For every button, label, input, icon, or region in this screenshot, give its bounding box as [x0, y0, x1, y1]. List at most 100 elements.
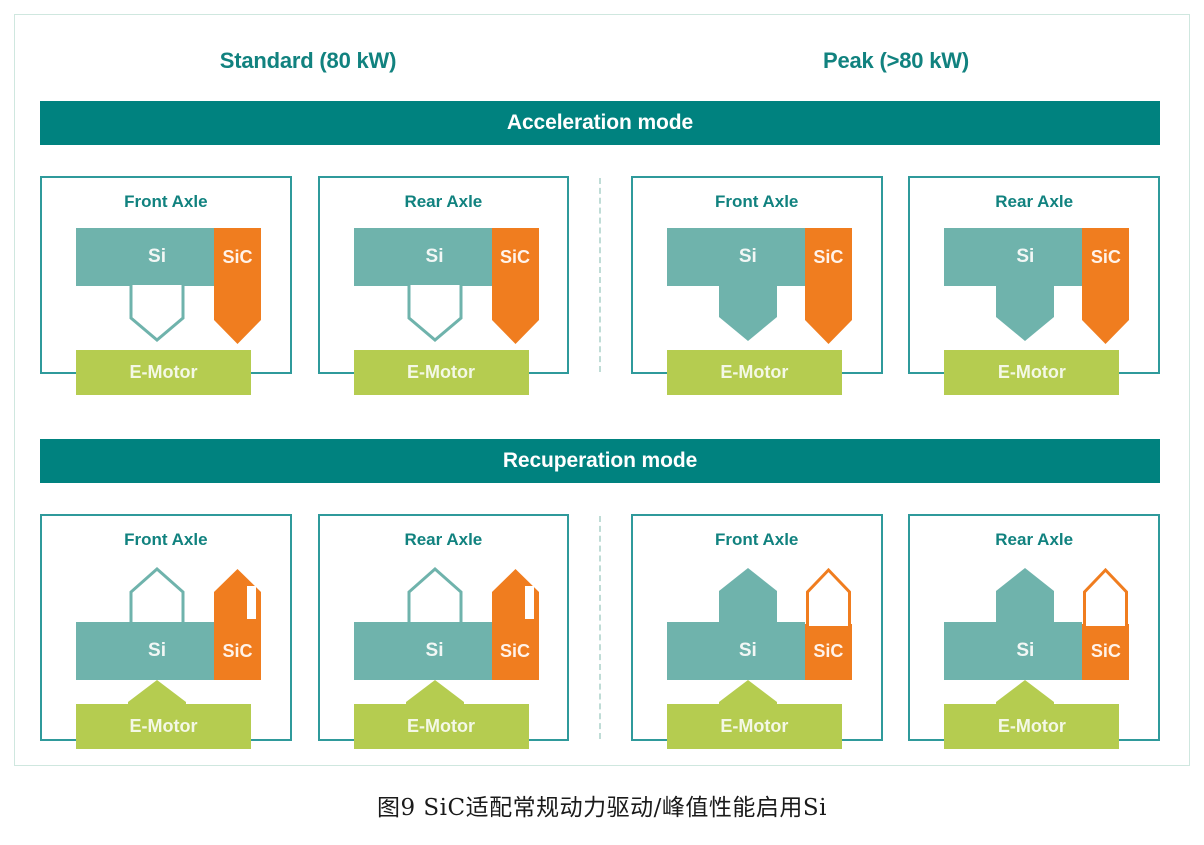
- si-label: Si: [148, 640, 166, 661]
- si-block: [353, 622, 492, 680]
- column-header-peak: Peak (>80 kW): [823, 48, 969, 73]
- sic-label: SiC: [813, 640, 844, 661]
- si-arrow-filled-up: [718, 568, 777, 626]
- panel-accel-standard-rear: Rear Axle Si SiC E-Motor: [317, 176, 570, 395]
- emotor-block: E-Motor: [944, 704, 1120, 749]
- si-label: Si: [425, 246, 444, 267]
- emotor-block: E-Motor: [76, 350, 251, 395]
- si-label: Si: [738, 640, 757, 661]
- emotor-arrow-filled-up: [718, 680, 777, 706]
- panel-graphic: Si SiC E-Motor: [633, 222, 881, 395]
- sic-block-filled-down: [214, 228, 261, 344]
- panel-gap: [883, 514, 909, 741]
- column-headers: Standard (80 kW) Peak (>80 kW): [14, 40, 1190, 82]
- emotor-block: E-Motor: [353, 704, 529, 749]
- sic-block-filled-down: [491, 228, 539, 344]
- power-stage-bars: Si SiC: [76, 622, 261, 680]
- si-block: [76, 228, 214, 286]
- panel-graphic: Si SiC E-Motor: [320, 222, 568, 395]
- banner-recuperation-mode: Recuperation mode: [40, 439, 1160, 483]
- si-label: Si: [425, 640, 444, 661]
- power-stage-bars: Si SiC: [353, 228, 539, 344]
- power-stage-bars: Si SiC: [666, 622, 852, 680]
- si-arrow-outline-up: [129, 566, 185, 626]
- emotor-block: E-Motor: [666, 350, 842, 395]
- axle-title: Front Axle: [124, 192, 208, 211]
- sic-block-outline-up: [1082, 567, 1130, 680]
- si-block: [944, 228, 1083, 286]
- panel-graphic: Si SiC E-Motor: [633, 560, 881, 749]
- panel-gap: [292, 176, 318, 374]
- sic-block-outline-up: [804, 567, 852, 680]
- panel-recup-standard-rear: Rear Axle Si SiC E-Motor: [317, 514, 570, 749]
- axle-title: Front Axle: [124, 530, 208, 549]
- panel-gap: [883, 176, 909, 374]
- sic-block-filled-up-notched: [214, 569, 261, 680]
- sic-block-filled-up-notched: [491, 569, 539, 680]
- divider-dashed-line: [599, 516, 601, 739]
- si-arrow-outline-down: [129, 285, 185, 342]
- si-arrow-outline-down: [407, 285, 463, 342]
- panel-accel-standard-front: Front Axle Si SiC E-Motor: [40, 176, 292, 395]
- si-label: Si: [738, 246, 757, 267]
- panel-recup-peak-front: Front Axle Si SiC E-Motor: [630, 514, 883, 749]
- banner-acceleration-mode: Acceleration mode: [40, 101, 1160, 145]
- emotor-arrow-filled-up: [128, 680, 186, 706]
- axle-title: Rear Axle: [404, 192, 483, 211]
- sic-label: SiC: [222, 640, 253, 661]
- figure-caption: 图9 SiC适配常规动力驱动/峰值性能启用Si: [376, 795, 828, 821]
- si-block: [666, 228, 805, 286]
- si-arrow-filled-up: [996, 568, 1055, 626]
- axle-title: Rear Axle: [995, 192, 1074, 211]
- divider-dashed-line: [599, 178, 601, 372]
- sic-label: SiC: [813, 246, 844, 267]
- sic-label: SiC: [500, 640, 531, 661]
- axle-title: Front Axle: [714, 192, 799, 211]
- si-arrow-outline-up: [407, 566, 463, 626]
- si-label: Si: [1016, 246, 1035, 267]
- sic-label: SiC: [1090, 246, 1121, 267]
- sic-label: SiC: [1090, 640, 1121, 661]
- column-header-standard: Standard (80 kW): [219, 48, 397, 73]
- power-stage-bars: Si SiC: [944, 228, 1130, 344]
- si-label: Si: [1016, 640, 1035, 661]
- si-block: [76, 622, 214, 680]
- power-stage-bars: Si SiC: [944, 622, 1129, 680]
- si-block: [944, 622, 1083, 680]
- power-stage-bars: Si SiC: [76, 228, 261, 344]
- emotor-block: E-Motor: [944, 350, 1120, 395]
- standard-peak-divider: [569, 514, 631, 741]
- si-block: [353, 228, 492, 286]
- panel-gap: [292, 514, 318, 741]
- panel-graphic: Si SiC E-Motor: [320, 560, 568, 749]
- sic-label: SiC: [222, 246, 253, 267]
- panel-row-recuperation: Front Axle Si SiC E-Motor: [40, 514, 1161, 749]
- emotor-arrow-filled-up: [405, 680, 464, 706]
- panel-recup-peak-rear: Rear Axle Si SiC E-Motor: [908, 514, 1161, 749]
- standard-peak-divider: [569, 176, 631, 374]
- sic-label: SiC: [500, 246, 531, 267]
- panel-accel-peak-rear: Rear Axle Si SiC E-Motor: [908, 176, 1161, 395]
- axle-title: Front Axle: [714, 530, 799, 549]
- sic-block-filled-down: [1082, 228, 1130, 344]
- emotor-block: E-Motor: [76, 704, 251, 749]
- panel-accel-peak-front: Front Axle Si SiC E-Motor: [630, 176, 883, 395]
- emotor-block: E-Motor: [666, 704, 842, 749]
- axle-title: Rear Axle: [995, 530, 1074, 549]
- power-stage-bars: Si SiC: [666, 228, 852, 344]
- si-arrow-filled-down: [718, 284, 777, 341]
- panel-row-acceleration: Front Axle Si SiC E-Motor Rear: [40, 176, 1161, 395]
- panel-graphic: Si SiC E-Motor: [42, 222, 290, 395]
- axle-title: Rear Axle: [404, 530, 483, 549]
- panel-graphic: Si SiC E-Motor: [910, 222, 1158, 395]
- panel-graphic: Si SiC E-Motor: [42, 560, 290, 749]
- emotor-arrow-filled-up: [996, 680, 1055, 706]
- sic-block-filled-down: [804, 228, 852, 344]
- power-stage-bars: Si SiC: [353, 622, 539, 680]
- emotor-block: E-Motor: [353, 350, 529, 395]
- si-arrow-filled-down: [996, 284, 1055, 341]
- si-block: [666, 622, 805, 680]
- panel-recup-standard-front: Front Axle Si SiC E-Motor: [40, 514, 292, 749]
- panel-graphic: Si SiC E-Motor: [910, 560, 1158, 749]
